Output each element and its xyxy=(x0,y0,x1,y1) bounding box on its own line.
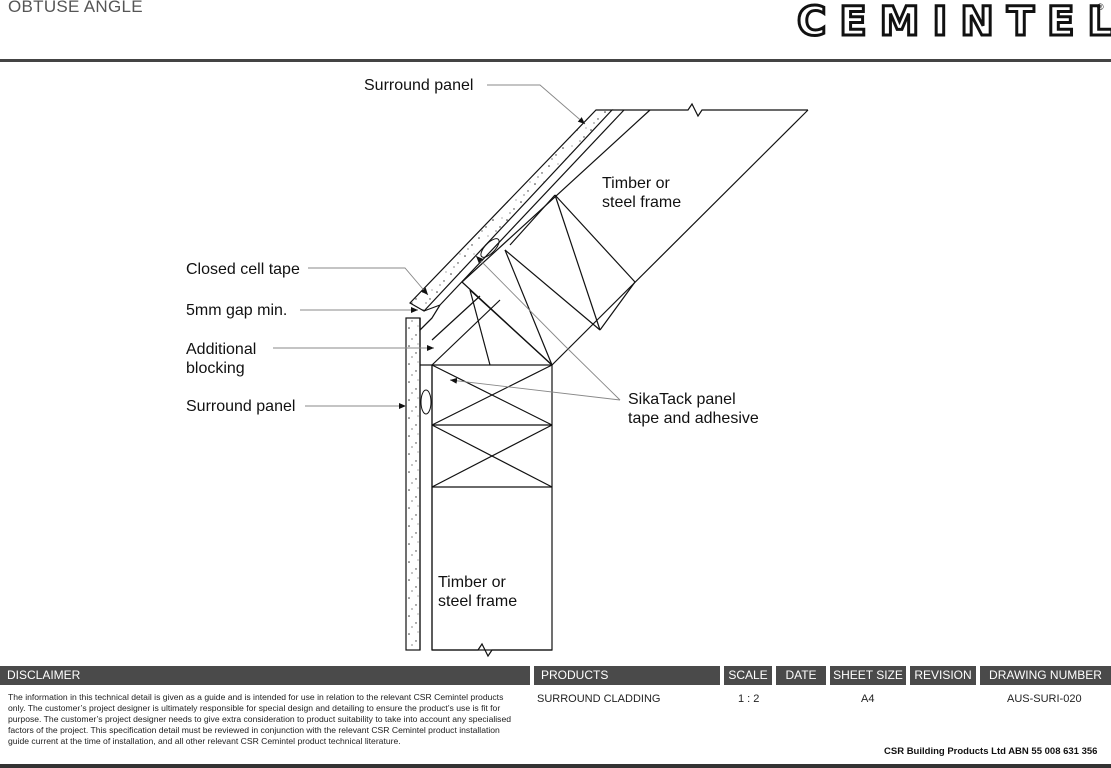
registered-mark: ® xyxy=(1097,2,1104,12)
disclaimer-text: The information in this technical detail… xyxy=(8,692,512,746)
label-surround-panel-left: Surround panel xyxy=(186,398,296,415)
label-timber-frame-top: Timber or steel frame xyxy=(602,175,682,211)
footer-rule xyxy=(0,764,1111,768)
sloped-wall xyxy=(409,102,809,366)
drawing-number-header: DRAWING NUMBER xyxy=(980,666,1111,685)
disclaimer-header: DISCLAIMER xyxy=(0,666,530,685)
obtuse-angle-detail-drawing xyxy=(273,84,809,658)
date-header: DATE xyxy=(776,666,826,685)
company-abn: CSR Building Products Ltd ABN 55 008 631… xyxy=(884,746,1098,757)
label-timber-frame-bottom: Timber or steel frame xyxy=(438,574,518,610)
sheet-size-header: SHEET SIZE xyxy=(830,666,906,685)
vertical-sikatack-bead xyxy=(420,389,432,415)
drawing-number-value: AUS-SURI-020 xyxy=(1007,693,1082,705)
label-surround-panel-top: Surround panel xyxy=(364,77,474,94)
products-header: PRODUCTS xyxy=(534,666,720,685)
vertical-wall xyxy=(405,317,553,658)
leader-lines xyxy=(273,84,621,409)
label-closed-cell-tape: Closed cell tape xyxy=(186,261,300,278)
revision-header: REVISION xyxy=(910,666,976,685)
scale-value: 1 : 2 xyxy=(738,693,760,705)
sheet-size-value: A4 xyxy=(861,693,875,705)
products-value: SURROUND CLADDING xyxy=(537,693,661,705)
label-sikatack: SikaTack panel tape and adhesive xyxy=(628,391,759,427)
vertical-surround-panel xyxy=(405,317,421,651)
page-title: OBTUSE ANGLE xyxy=(8,0,143,16)
scale-header: SCALE xyxy=(724,666,772,685)
label-gap: 5mm gap min. xyxy=(186,302,288,319)
header-rule xyxy=(0,59,1111,62)
cemintel-logo: CEMINTEL xyxy=(796,0,1111,45)
sloped-surround-panel xyxy=(409,109,614,312)
label-additional-blocking: Additional blocking xyxy=(186,341,257,377)
